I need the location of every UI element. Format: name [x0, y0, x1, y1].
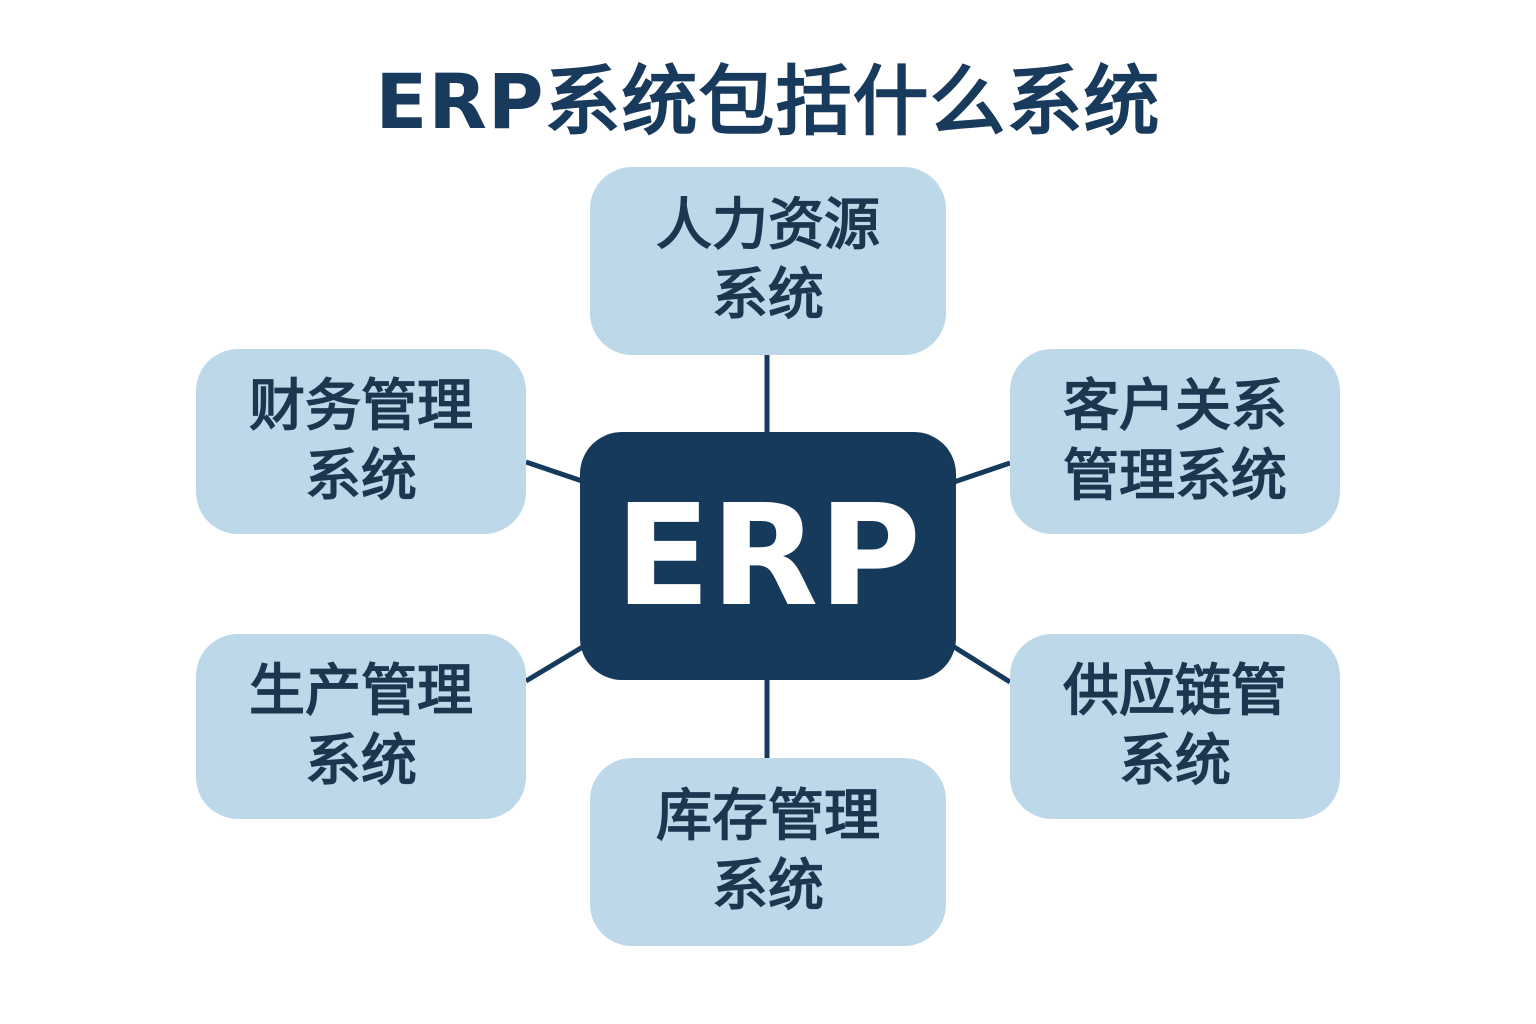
node-inventory-line2: 系统	[712, 854, 824, 919]
node-hr-line1: 人力资源	[656, 193, 880, 258]
connector-finance	[525, 459, 583, 484]
node-crm: 客户关系管理系统	[1010, 349, 1340, 534]
connector-crm	[953, 460, 1011, 485]
node-crm-line2: 管理系统	[1063, 443, 1287, 509]
node-supply-line1: 供应链管	[1063, 658, 1287, 724]
erp-label: ERP	[614, 474, 922, 638]
node-production-line1: 生产管理	[249, 658, 473, 724]
node-finance-line2: 系统	[305, 443, 417, 509]
connector-production	[524, 642, 588, 684]
node-supply-line2: 系统	[1119, 728, 1231, 794]
erp-center-node: ERP	[580, 432, 956, 680]
node-finance-line1: 财务管理	[249, 373, 473, 439]
node-supply: 供应链管系统	[1010, 634, 1340, 819]
node-inventory-line1: 库存管理	[656, 784, 880, 849]
node-finance: 财务管理系统	[196, 349, 526, 534]
connector-supply	[949, 642, 1012, 685]
diagram-title: ERP系统包括什么系统	[375, 57, 1161, 146]
node-production-line2: 系统	[305, 728, 417, 794]
node-inventory: 库存管理系统	[590, 758, 946, 946]
node-production: 生产管理系统	[196, 634, 526, 819]
node-hr-line2: 系统	[712, 263, 824, 328]
node-hr: 人力资源系统	[590, 167, 946, 355]
node-crm-line1: 客户关系	[1063, 373, 1287, 439]
